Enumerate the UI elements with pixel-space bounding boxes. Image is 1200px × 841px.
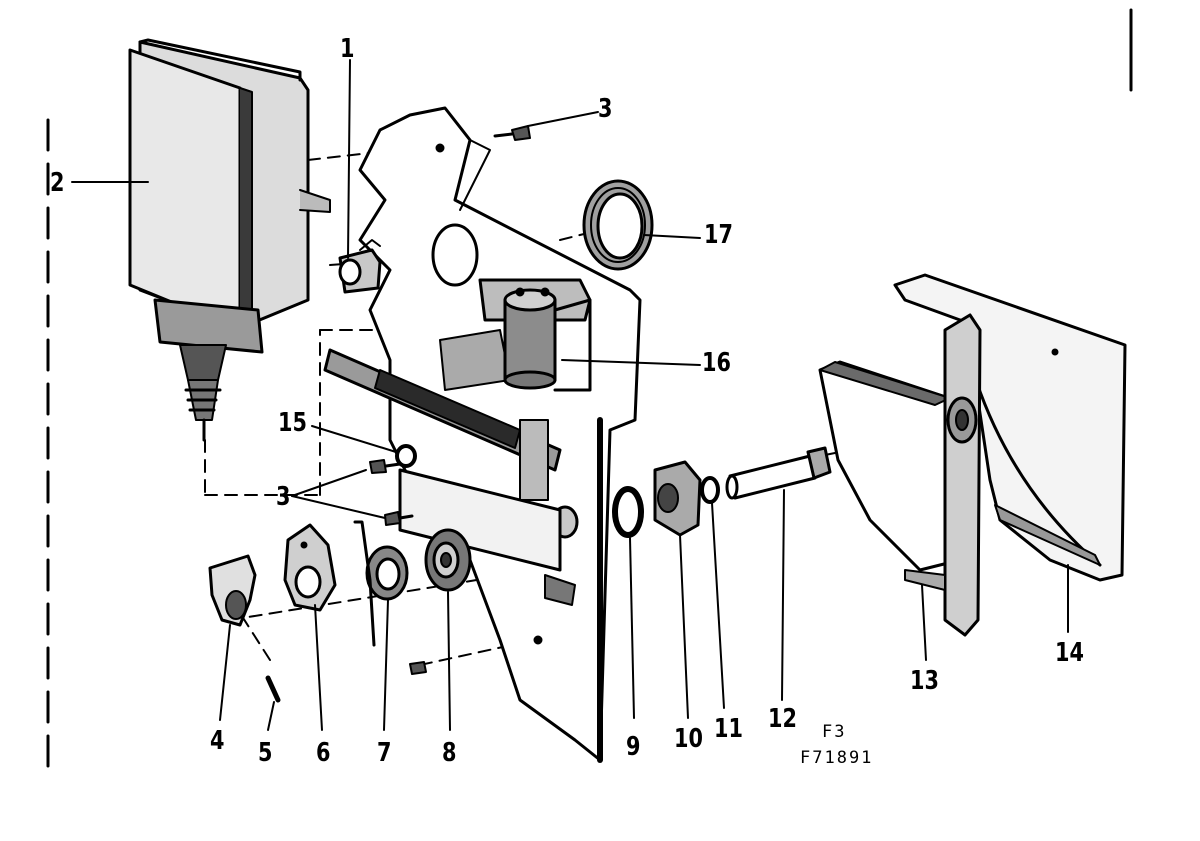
label-part-11: 11 <box>714 714 743 744</box>
label-part-6: 6 <box>316 738 331 768</box>
label-part-10: 10 <box>674 724 703 754</box>
part-1-switch <box>338 239 382 294</box>
label-part-7: 7 <box>377 738 392 768</box>
label-part-3-left: 3 <box>276 482 291 512</box>
part-12-shaft <box>725 446 832 500</box>
part-15-washer <box>395 444 417 468</box>
label-part-9: 9 <box>626 732 641 762</box>
part-11-washer <box>700 476 720 504</box>
label-part-8: 8 <box>442 738 457 768</box>
part-3-screws <box>369 125 531 675</box>
drawing-number: F71891 <box>800 748 874 768</box>
part-14-housing <box>893 273 1127 582</box>
part-16-solenoid <box>478 278 592 392</box>
label-part-5: 5 <box>258 738 273 768</box>
part-17-grommet <box>582 179 654 271</box>
label-part-15: 15 <box>278 408 307 438</box>
label-part-2: 2 <box>50 168 65 198</box>
label-part-12: 12 <box>768 704 797 734</box>
main-mounting-plate <box>323 106 642 763</box>
label-part-1: 1 <box>340 34 355 64</box>
label-part-16: 16 <box>702 348 731 378</box>
part-5-pin <box>265 675 281 703</box>
leader-lines <box>71 59 1069 731</box>
part-2-cover-box <box>128 38 331 442</box>
figure-id: F3 <box>822 722 847 742</box>
label-part-3-top: 3 <box>598 94 613 124</box>
part-13-paddle <box>818 313 982 637</box>
part-7-spring <box>353 520 409 647</box>
part-6-cam-plate <box>283 523 337 612</box>
label-part-13: 13 <box>910 666 939 696</box>
part-10-hex-nut <box>653 460 702 537</box>
part-8-bushing <box>424 528 472 592</box>
label-part-17: 17 <box>704 220 733 250</box>
label-part-4: 4 <box>210 726 225 756</box>
part-4-cam <box>208 554 257 627</box>
part-9-ring <box>612 486 644 538</box>
label-part-14: 14 <box>1055 638 1084 668</box>
